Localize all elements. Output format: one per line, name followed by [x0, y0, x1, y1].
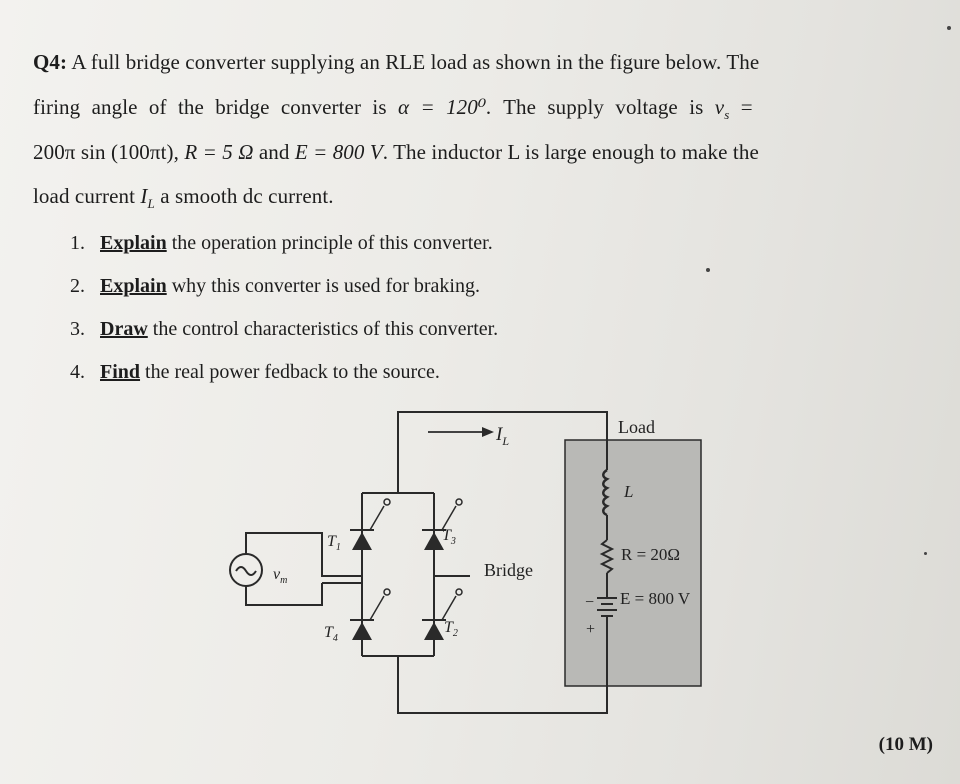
supply-voltage-expression: 200π sin (100πt),: [33, 140, 185, 164]
minus-sign: −: [585, 594, 594, 611]
load-current-subscript: L: [147, 196, 155, 212]
task-item-3: 3. Draw the control characteristics of th…: [70, 318, 498, 341]
supply-voltage-equals: =: [729, 95, 753, 119]
thyristor-t4: [352, 622, 372, 640]
question-line-4: load current IL a smooth dc current.: [33, 184, 334, 212]
thyristor-t2: [424, 622, 444, 640]
thyristor-t3-label: T3: [442, 527, 456, 547]
resistor-zigzag: [599, 539, 615, 574]
source-wire-bottom: [245, 583, 323, 606]
paper-speck: [924, 552, 927, 555]
task-item-4: 4. Find the real power fedback to the sou…: [70, 361, 440, 384]
ac-source-icon: [229, 553, 263, 587]
emf-value: E = 800 V: [294, 140, 383, 164]
load-current-label: IL: [495, 424, 509, 448]
marks-label: (10 M): [878, 734, 933, 755]
task-text: why this converter is used for braking.: [166, 275, 480, 297]
thyristor-t1-label: T1: [327, 533, 341, 553]
bridge-label: Bridge: [484, 560, 533, 580]
question-label: Q4:: [33, 50, 68, 74]
supply-voltage-subscript: s: [724, 107, 730, 123]
task-keyword: Draw: [100, 318, 148, 340]
question-line-4-rest: a smooth dc current.: [154, 184, 334, 208]
question-line-3-rest: . The inductor L is large enough to make…: [382, 140, 759, 164]
firing-angle-value: α = 120⁰.: [397, 95, 492, 119]
task-text: the real power fedback to the source.: [140, 361, 440, 383]
load-box: [564, 439, 702, 687]
supply-voltage-symbol: v: [714, 95, 725, 119]
question-line-1-text: A full bridge converter supplying an RLE…: [71, 50, 760, 74]
load-current-symbol: I: [140, 184, 148, 208]
inductor-label: L: [623, 482, 633, 501]
top-wire: [397, 411, 608, 493]
question-line-4-text: load current: [33, 184, 141, 208]
plus-sign: +: [586, 621, 595, 638]
question-line-3-and: and: [253, 140, 295, 164]
question-line-2-rest: The supply voltage is: [491, 95, 715, 119]
question-line-2: firing angle of the bridge converter is …: [33, 95, 753, 123]
task-keyword: Find: [100, 361, 141, 383]
task-keyword: Explain: [100, 232, 167, 254]
thyristor-t4-label: T4: [324, 624, 338, 644]
inductor-coil: [602, 468, 610, 517]
bottom-wire: [397, 640, 608, 714]
task-number: 1.: [70, 232, 85, 254]
load-label: Load: [618, 417, 655, 437]
source-label: vm: [273, 566, 287, 586]
question-line-2-text: firing angle of the bridge converter is: [33, 95, 398, 119]
task-item-2: 2. Explain why this converter is used for…: [70, 275, 480, 298]
task-keyword: Explain: [100, 275, 167, 297]
question-line-3: 200π sin (100πt), R = 5 Ω and E = 800 V.…: [33, 140, 759, 165]
thyristor-t1: [352, 532, 372, 550]
resistance-value: R = 5 Ω: [184, 140, 254, 164]
paper-speck: [706, 268, 710, 272]
task-number: 3.: [70, 318, 85, 340]
source-wire-top: [245, 532, 362, 577]
task-item-1: 1. Explain the operation principle of thi…: [70, 232, 493, 255]
question-line-1: Q4: A full bridge converter supplying an…: [33, 50, 759, 75]
battery-symbol: [597, 597, 617, 617]
task-number: 2.: [70, 275, 85, 297]
task-text: the control characteristics of this conv…: [147, 318, 499, 340]
paper-speck: [947, 26, 951, 30]
task-number: 4.: [70, 361, 85, 383]
emf-label: E = 800 V: [620, 589, 691, 608]
thyristor-t2-label: T2: [444, 619, 458, 639]
thyristor-t3: [424, 532, 444, 550]
task-text: the operation principle of this converte…: [166, 232, 493, 254]
resistor-label: R = 20Ω: [621, 545, 680, 564]
